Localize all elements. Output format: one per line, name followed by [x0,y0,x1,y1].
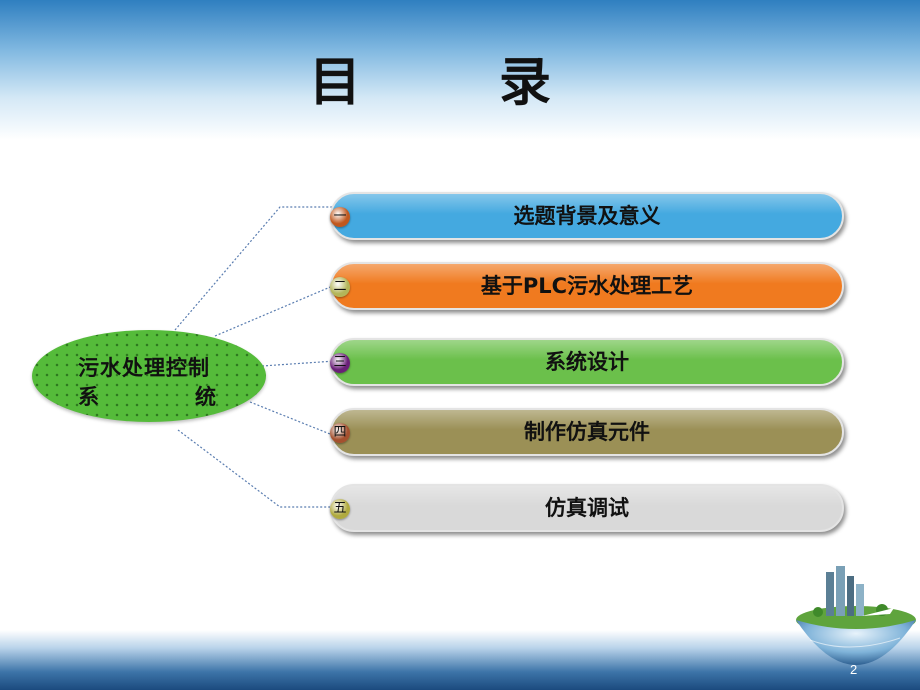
page-title: 目 录 [308,53,612,113]
toc-item-label: 系统设计 [545,350,629,374]
toc-item-label: 选题背景及意义 [513,204,661,228]
toc-item-label: 基于PLC污水处理工艺 [480,274,694,298]
center-topic-line1: 污水处理控制 [78,356,210,380]
toc-item-plc-process[interactable]: 二 基于PLC污水处理工艺 [330,262,844,310]
toc-item-number: 四 [330,423,350,443]
toc-item-simulation-components[interactable]: 四 制作仿真元件 [330,408,844,456]
toc-item-background[interactable]: 一 选题背景及意义 [330,192,844,240]
toc-item-label: 制作仿真元件 [524,420,650,444]
center-topic-node [32,330,266,422]
page-number: 2 [850,662,858,677]
toc-item-label: 仿真调试 [545,496,629,520]
toc-item-simulation-debug[interactable]: 五 仿真调试 [330,484,844,532]
toc-item-number: 一 [330,207,350,227]
header-background [0,0,920,140]
toc-item-number: 三 [330,353,350,373]
city-globe-icon [796,566,916,665]
toc-item-number: 五 [330,499,350,519]
toc-item-system-design[interactable]: 三 系统设计 [330,338,844,386]
center-topic-line2: 系统 [78,385,312,409]
footer-background [0,630,920,690]
toc-item-number: 二 [330,277,350,297]
